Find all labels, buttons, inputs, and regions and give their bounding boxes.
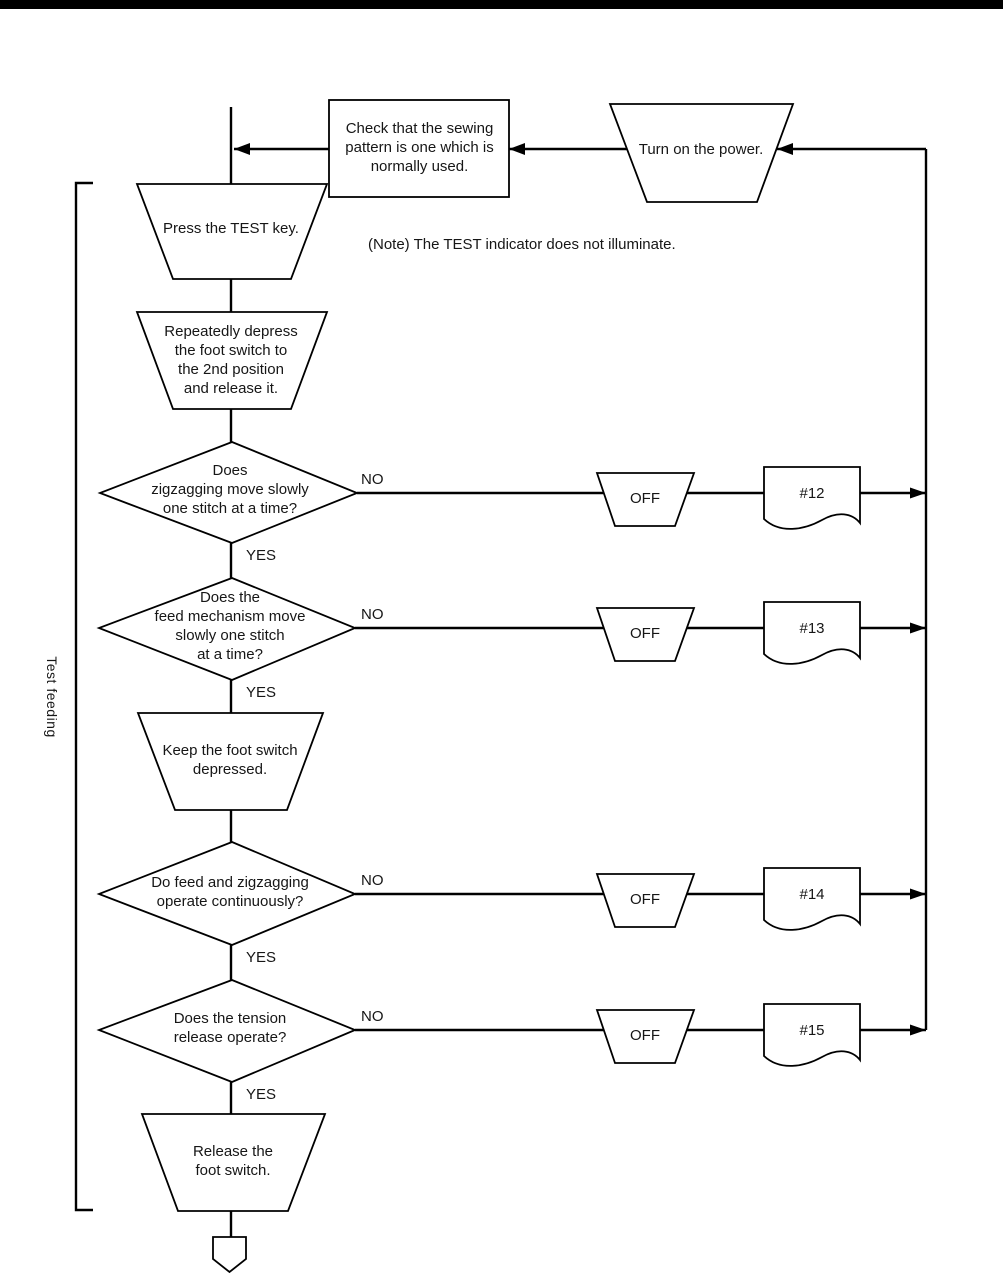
manual-op-depress-foot-switch bbox=[135, 311, 329, 410]
arrowhead-no-3 bbox=[910, 888, 926, 900]
decision-diamond-3 bbox=[96, 841, 358, 946]
document-ref-12 bbox=[763, 466, 861, 530]
decision-3-question: Do feed and zigzagging operate continuou… bbox=[151, 874, 309, 910]
off-label-3: OFF bbox=[630, 891, 660, 908]
manual-op-turn-on-power bbox=[608, 103, 795, 203]
process-box-check-pattern bbox=[328, 99, 510, 198]
decision-3-yes-label: YES bbox=[246, 949, 277, 966]
page-top-bar bbox=[0, 0, 1003, 9]
off-trapezoid-3 bbox=[595, 873, 696, 928]
decision-3-no-label: NO bbox=[361, 872, 384, 889]
arrowhead-into-power bbox=[777, 143, 793, 155]
ref-label-12: #12 bbox=[799, 485, 825, 502]
decision-2-question: Does the feed mechanism move slowly one … bbox=[154, 589, 306, 663]
decision-1-yes-label: YES bbox=[246, 547, 277, 564]
decision-2-no-label: NO bbox=[361, 606, 384, 623]
arrowheads bbox=[234, 143, 926, 1036]
document-ref-14 bbox=[763, 867, 861, 931]
document-ref-15 bbox=[763, 1003, 861, 1067]
decision-1-question: Does zigzagging move slowly one stitch a… bbox=[151, 462, 309, 517]
decision-diamond-1 bbox=[97, 441, 360, 544]
ref-label-15: #15 bbox=[799, 1022, 825, 1039]
arrowhead-into-check-box bbox=[509, 143, 525, 155]
release-foot-switch-text: Release the foot switch. bbox=[192, 1143, 274, 1179]
off-trapezoid-2 bbox=[595, 607, 696, 662]
decision-2-yes-label: YES bbox=[246, 684, 277, 701]
off-label-4: OFF bbox=[630, 1027, 660, 1044]
connector-lines bbox=[229, 107, 928, 1240]
check-pattern-text: Check that the sewing pattern is one whi… bbox=[345, 120, 494, 175]
decision-1-no-label: NO bbox=[361, 471, 384, 488]
decision-4-question: Does the tension release operate? bbox=[173, 1010, 287, 1046]
manual-op-keep-foot-switch bbox=[136, 712, 325, 811]
document-ref-13 bbox=[763, 601, 861, 665]
offpage-connector bbox=[212, 1236, 247, 1274]
side-label-test-feeding: Test feeding bbox=[44, 656, 60, 738]
arrowhead-no-1 bbox=[910, 487, 926, 499]
flow-shapes bbox=[96, 99, 861, 1274]
arrowhead-into-main-column bbox=[234, 143, 250, 155]
press-test-key-text: Press the TEST key. bbox=[163, 220, 299, 237]
arrowhead-no-4 bbox=[910, 1024, 926, 1036]
decision-diamond-4 bbox=[96, 979, 358, 1083]
off-trapezoid-1 bbox=[595, 472, 696, 527]
decision-4-no-label: NO bbox=[361, 1008, 384, 1025]
note-test-indicator: (Note) The TEST indicator does not illum… bbox=[368, 236, 676, 253]
decision-4-yes-label: YES bbox=[246, 1086, 277, 1103]
arrowhead-no-2 bbox=[910, 622, 926, 634]
turn-on-power-text: Turn on the power. bbox=[638, 141, 764, 158]
off-label-2: OFF bbox=[630, 625, 660, 642]
off-trapezoid-4 bbox=[595, 1009, 696, 1064]
keep-foot-switch-text: Keep the foot switch depressed. bbox=[162, 742, 298, 778]
test-feeding-bracket bbox=[74, 181, 93, 1212]
manual-op-press-test-key bbox=[135, 183, 329, 280]
decision-diamond-2 bbox=[96, 577, 358, 681]
ref-label-14: #14 bbox=[799, 886, 825, 903]
manual-op-release-foot-switch bbox=[140, 1113, 327, 1212]
off-label-1: OFF bbox=[630, 490, 660, 507]
depress-foot-switch-text: Repeatedly depress the foot switch to th… bbox=[164, 323, 298, 397]
ref-label-13: #13 bbox=[799, 620, 825, 637]
